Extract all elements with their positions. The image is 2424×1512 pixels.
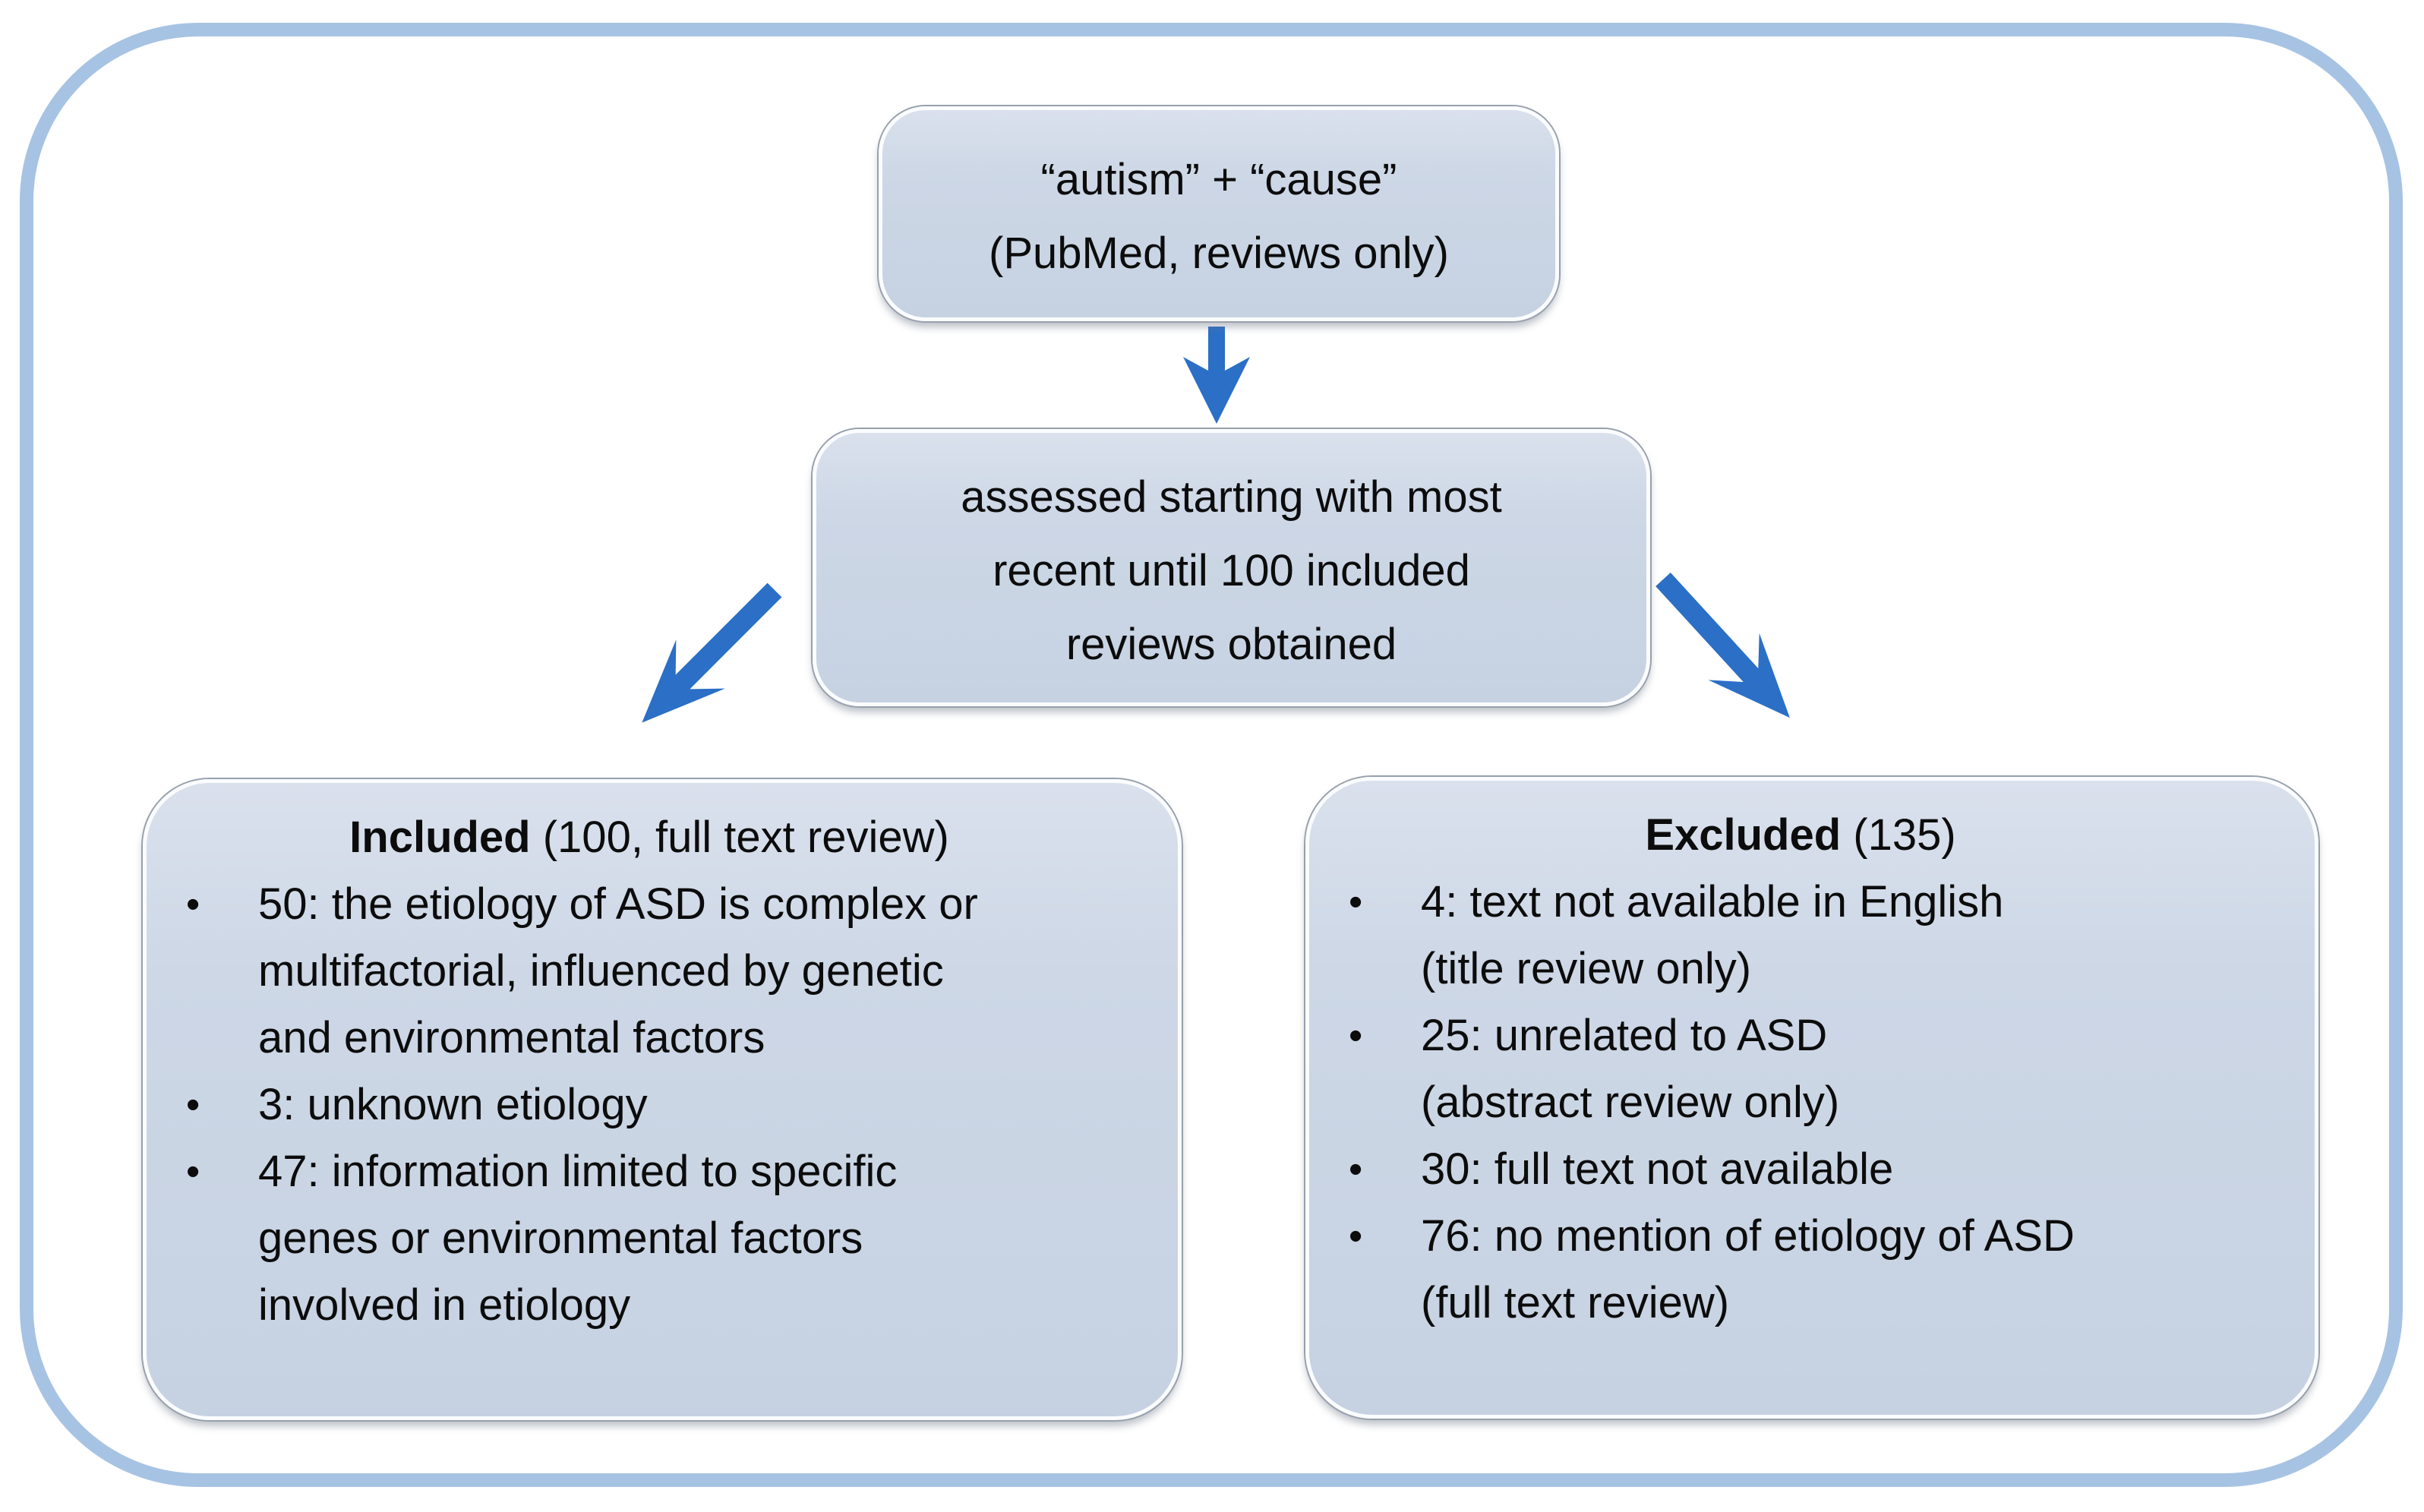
- bullet-text: 4: text not available in English (title …: [1421, 877, 2004, 993]
- node-included: Included (100, full text review) • 50: t…: [143, 779, 1182, 1420]
- bullet-dot-icon: •: [186, 882, 200, 926]
- included-title: Included (100, full text review): [147, 804, 1152, 871]
- bullet-item: • 3: unknown etiology: [147, 1072, 1152, 1138]
- excluded-bullet-list: • 4: text not available in English (titl…: [1309, 869, 2292, 1337]
- search-terms-text: “autism” + “cause” (PubMed, reviews only…: [989, 155, 1449, 278]
- bullet-item: • 25: unrelated to ASD (abstract review …: [1309, 1002, 2292, 1136]
- bullet-item: • 76: no mention of etiology of ASD (ful…: [1309, 1203, 2292, 1337]
- bullet-dot-icon: •: [186, 1150, 200, 1194]
- node-search-terms: “autism” + “cause” (PubMed, reviews only…: [879, 106, 1559, 321]
- excluded-title: Excluded (135): [1309, 802, 2292, 869]
- included-bullet-list: • 50: the etiology of ASD is complex or …: [147, 871, 1152, 1339]
- bullet-item: • 47: information limited to specific ge…: [147, 1138, 1152, 1339]
- node-assessment: assessed starting with most recent until…: [813, 429, 1650, 706]
- bullet-dot-icon: •: [1349, 1214, 1363, 1258]
- included-title-rest: (100, full text review): [530, 813, 949, 862]
- bullet-text: 50: the etiology of ASD is complex or mu…: [258, 879, 978, 1062]
- included-title-bold: Included: [349, 813, 531, 862]
- bullet-text: 76: no mention of etiology of ASD (full …: [1421, 1211, 2075, 1327]
- bullet-dot-icon: •: [1349, 1147, 1363, 1192]
- bullet-text: 47: information limited to specific gene…: [258, 1147, 898, 1330]
- bullet-text: 3: unknown etiology: [258, 1080, 648, 1129]
- bullet-dot-icon: •: [1349, 1014, 1363, 1058]
- bullet-dot-icon: •: [1349, 880, 1363, 924]
- bullet-item: • 30: full text not available: [1309, 1136, 2292, 1203]
- excluded-title-bold: Excluded: [1645, 810, 1842, 860]
- assessment-text: assessed starting with most recent until…: [961, 472, 1502, 669]
- node-excluded: Excluded (135) • 4: text not available i…: [1305, 777, 2318, 1419]
- diagram-outer-frame: [20, 23, 2403, 1487]
- bullet-text: 25: unrelated to ASD (abstract review on…: [1421, 1011, 1840, 1127]
- bullet-text: 30: full text not available: [1421, 1144, 1894, 1194]
- excluded-title-rest: (135): [1841, 810, 1956, 860]
- bullet-item: • 50: the etiology of ASD is complex or …: [147, 871, 1152, 1072]
- bullet-item: • 4: text not available in English (titl…: [1309, 869, 2292, 1002]
- bullet-dot-icon: •: [186, 1083, 200, 1127]
